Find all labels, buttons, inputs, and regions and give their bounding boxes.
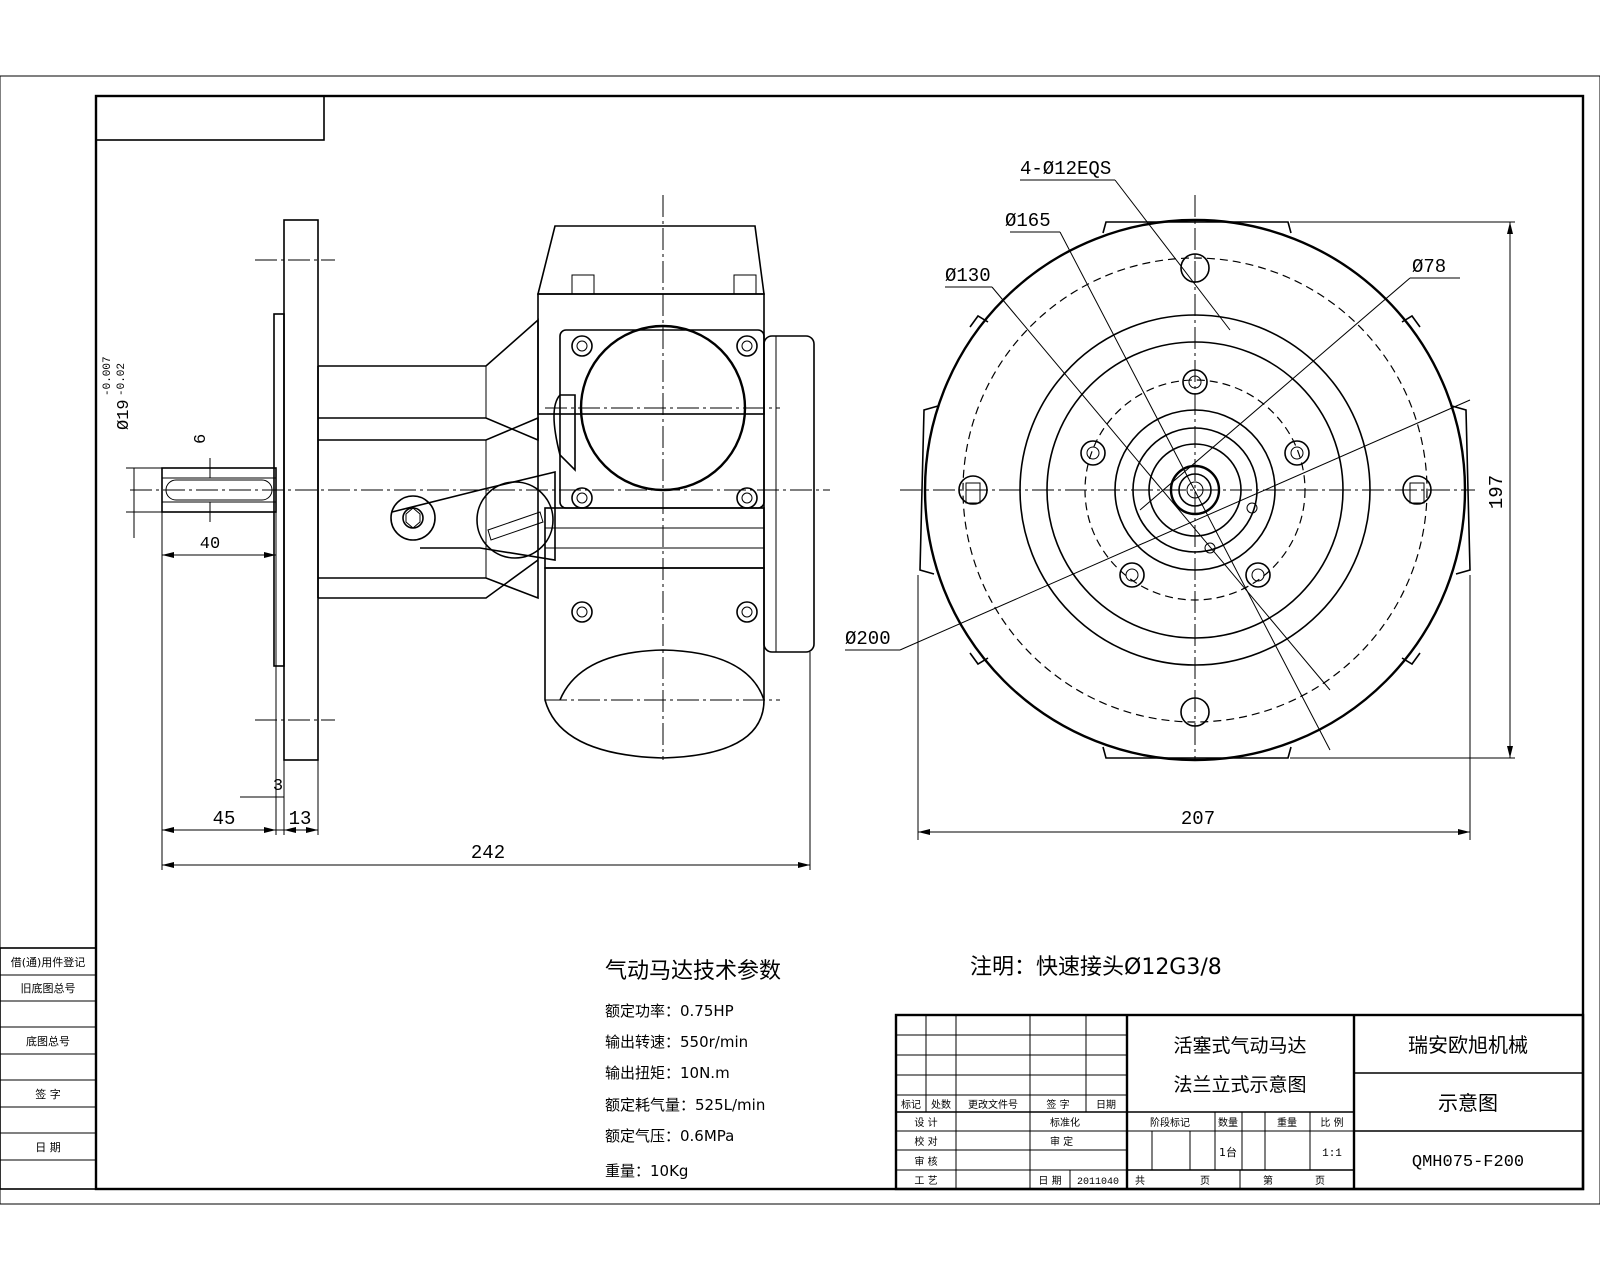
dim-d200: Ø200 (845, 628, 891, 650)
title-block (894, 1013, 1585, 1191)
spec-line-2: 输出转速：550r/min (605, 1033, 748, 1051)
sheet-type: 示意图 (1438, 1091, 1498, 1115)
dim-flange-offset: 45 (213, 808, 236, 830)
stub-r3: 底图总号 (26, 1034, 70, 1048)
standardization: 标准化 (1050, 1116, 1080, 1129)
row-process: 工 艺 (914, 1175, 937, 1187)
scale-label: 比 例 (1320, 1116, 1343, 1129)
dim-tol-upper: -0.007 (102, 356, 114, 396)
spec-line-1: 额定功率：0.75HP (605, 1002, 734, 1020)
lower-cylinder (544, 567, 765, 759)
side-view (126, 195, 830, 870)
arm-pivot (390, 495, 436, 541)
connector-note: 注明：快速接头Ø12G3/8 (970, 955, 1222, 980)
dim-spigot: 3 (273, 777, 283, 796)
approve: 审 定 (1050, 1135, 1073, 1148)
dim-flange-thickness: 13 (289, 808, 312, 830)
dim-shaft-dia: Ø19 (115, 399, 134, 430)
corner-box (95, 95, 325, 141)
drawing-number: QMH075-F200 (1412, 1153, 1524, 1172)
drawing-name-2: 法兰立式示意图 (1173, 1074, 1306, 1096)
row-check: 校 对 (914, 1135, 937, 1148)
inner-frame (94, 94, 1585, 1191)
dim-height: 197 (1486, 475, 1508, 509)
front-view (845, 179, 1515, 840)
stub-r4: 签 字 (35, 1087, 61, 1101)
outer-frame (0, 75, 1600, 1205)
stage-label: 阶段标记 (1150, 1116, 1190, 1129)
dim-tol-lower: -0.02 (116, 363, 128, 396)
drawing-name-1: 活塞式气动马达 (1173, 1035, 1306, 1057)
weight-label: 重量 (1277, 1116, 1297, 1129)
rev-header-4: 签 字 (1046, 1098, 1069, 1111)
dim-overall-length: 242 (471, 842, 505, 864)
stub-r5: 日 期 (35, 1141, 61, 1154)
binding-stub: 借(通)用件登记 旧底图总号 底图总号 签 字 日 期 (0, 947, 97, 1190)
sheets-total: 共 (1135, 1175, 1145, 1187)
shaft-end (1169, 464, 1221, 516)
sheet-no: 第 (1263, 1174, 1273, 1187)
dim-d78: Ø78 (1412, 256, 1446, 278)
rev-header-2: 处数 (931, 1098, 951, 1111)
company-name: 瑞安欧旭机械 (1408, 1033, 1528, 1057)
spec-line-6: 重量：10Kg (605, 1162, 688, 1180)
row-design: 设 计 (914, 1116, 937, 1129)
rev-header-3: 更改文件号 (968, 1098, 1018, 1111)
qty-label: 数量 (1218, 1116, 1238, 1129)
flange-outline (923, 218, 1467, 762)
page-label-2: 页 (1315, 1175, 1325, 1187)
qty-value: 1台 (1219, 1145, 1237, 1159)
dim-bolt-holes: 4-Ø12EQS (1020, 158, 1111, 180)
spec-line-3: 输出扭矩：10N.m (605, 1064, 730, 1082)
spec-line-4: 额定耗气量：525L/min (605, 1096, 765, 1114)
scale-value: 1:1 (1322, 1148, 1342, 1160)
pcd-165 (962, 257, 1428, 723)
date-value: 2011040 (1077, 1177, 1119, 1188)
page-label-1: 页 (1200, 1175, 1210, 1187)
dim-width: 207 (1181, 808, 1215, 830)
spec-line-5: 额定气压：0.6MPa (605, 1127, 734, 1145)
rev-header-1: 标记 (901, 1099, 921, 1111)
dim-shaft-length: 40 (200, 535, 220, 554)
rev-header-5: 日期 (1096, 1099, 1116, 1111)
dim-key-width: 6 (192, 434, 211, 444)
date-label: 日 期 (1038, 1175, 1061, 1187)
dim-d130: Ø130 (945, 265, 991, 287)
valve-knob (476, 481, 554, 559)
dim-d165: Ø165 (1005, 210, 1051, 232)
stub-r1: 借(通)用件登记 (11, 955, 86, 969)
stub-r2: 旧底图总号 (21, 981, 76, 995)
output-shaft (161, 467, 277, 513)
spigot-130 (1019, 314, 1371, 666)
row-review: 审 核 (914, 1155, 937, 1168)
specs-title: 气动马达技术参数 (605, 959, 781, 984)
upper-cylinder (579, 324, 747, 492)
pcd-78 (1084, 379, 1306, 601)
